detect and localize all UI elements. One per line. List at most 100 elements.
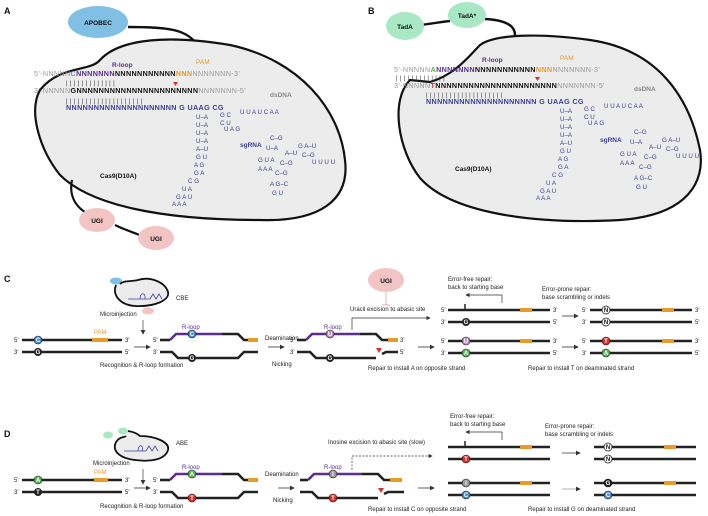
- svg-text:C G: C G: [552, 172, 563, 179]
- svg-text:C–G: C–G: [644, 154, 657, 161]
- svg-text:C–G: C–G: [280, 160, 293, 167]
- svg-text:5': 5': [553, 320, 557, 326]
- rloop-label: R-loop: [482, 57, 503, 64]
- tada-linker: [419, 19, 451, 27]
- svg-text:N: N: [604, 308, 608, 314]
- excision-label: Inosine excision to abasic site (slow): [328, 440, 425, 446]
- opposite-repair-dna: I C: [448, 478, 550, 500]
- svg-text:5': 5': [14, 338, 18, 344]
- svg-text:U–A: U–A: [196, 138, 209, 145]
- svg-text:5': 5': [153, 338, 157, 344]
- svg-text:C: C: [606, 493, 611, 499]
- svg-text:3': 3': [582, 320, 586, 326]
- nick-marker: [535, 77, 540, 81]
- svg-text:G: G: [36, 350, 41, 356]
- error-free-sub: back to starting base: [450, 422, 506, 428]
- bottom-strand-seq: 3'-NNNNNTNNNNNNNNNNNNNNNNNNNNNNNNNNNNN-5…: [394, 81, 605, 90]
- rloop-label-1: R-loop: [182, 465, 200, 471]
- svg-text:A G–C: A G–C: [270, 181, 289, 188]
- svg-text:5': 5': [441, 308, 445, 314]
- svg-text:T: T: [331, 496, 335, 502]
- svg-text:U–A: U–A: [560, 108, 573, 115]
- svg-text:U: U: [464, 339, 468, 345]
- error-prone-sub: base scrambling or indels: [545, 432, 613, 438]
- svg-text:G C: G C: [584, 106, 596, 113]
- cas9-label: Cas9(D10A): [455, 166, 492, 173]
- tada-domain: [386, 12, 424, 40]
- svg-text:C G: C G: [188, 178, 199, 185]
- svg-text:N: N: [604, 320, 608, 326]
- svg-text:A–U: A–U: [196, 146, 208, 153]
- svg-text:A: A: [464, 351, 469, 357]
- svg-text:3': 3': [14, 490, 18, 496]
- svg-text:3': 3': [400, 338, 404, 344]
- error-prone-label: Error-prone repair:: [542, 287, 592, 293]
- deamination-label: Deamination: [265, 336, 299, 342]
- cbe-mini-icon: [114, 277, 169, 307]
- ugi-linker-2: [114, 224, 143, 238]
- error-free-label: Error-free repair:: [450, 414, 495, 420]
- tada-star-label: TadA*: [458, 13, 477, 20]
- svg-text:5': 5': [553, 351, 557, 357]
- rloop-label-2: R-loop: [324, 465, 342, 471]
- error-free-sub: back to starting base: [448, 285, 504, 291]
- final-dna: 5' 3' T A 3' 5': [582, 336, 699, 358]
- svg-text:3': 3': [125, 338, 129, 344]
- apobec-mini-icon: [110, 277, 122, 285]
- abasic-dna: 5' 3' G 3' 5': [441, 304, 557, 326]
- panel-c-label: C: [4, 274, 11, 284]
- tada-label: TadA: [397, 24, 413, 31]
- svg-text:U–A: U–A: [560, 124, 573, 131]
- svg-text:G A–U: G A–U: [298, 143, 316, 150]
- svg-text:5': 5': [125, 490, 129, 496]
- nick-marker: [173, 82, 178, 86]
- rloop-label-1: R-loop: [182, 325, 200, 331]
- panel-b-label: B: [368, 6, 375, 16]
- svg-text:3': 3': [441, 320, 445, 326]
- microinjection-label: Microinjection: [93, 461, 130, 467]
- sgrna-mini-icon: [124, 445, 159, 452]
- svg-text:C–G: C–G: [666, 146, 679, 153]
- svg-text:G U: G U: [560, 148, 571, 155]
- dsdna-label: dsDNA: [270, 92, 292, 99]
- svg-text:5': 5': [582, 308, 586, 314]
- panel-d: D ABE Microinjection 5' 3' PAM 3' 5' A T…: [4, 414, 696, 513]
- svg-text:G A–U: G A–U: [662, 137, 680, 144]
- svg-text:5': 5': [14, 478, 18, 484]
- panel-a: A APOBEC Cas9(D10A) UGI UGI R-loop PAM d…: [4, 6, 347, 250]
- svg-text:3': 3': [153, 350, 157, 356]
- abe-label: ABE: [176, 441, 188, 447]
- svg-text:U–A: U–A: [196, 130, 209, 137]
- svg-text:C U: C U: [584, 114, 595, 121]
- tada-star-mini-icon: [118, 427, 128, 435]
- opposite-repair-dna: 5' 3' U A 3' 5': [441, 336, 557, 358]
- panel-a-label: A: [4, 6, 11, 16]
- excision-arrow: [351, 453, 433, 470]
- stage-3-dna: 5' 3' U G R-loop 3' 5': [290, 325, 404, 362]
- pam-label: PAM: [94, 330, 107, 336]
- tada-mini-icon: [103, 431, 113, 439]
- top-pairing-ticks: | | | | | | | | | | | | |: [66, 81, 115, 87]
- svg-text:A: A: [604, 351, 609, 357]
- svg-text:U A G: U A G: [588, 120, 604, 127]
- guide-seq: NNNNNNNNNNNNNNNNNNNN G UAAG CG: [66, 103, 224, 112]
- svg-text:C–G: C–G: [639, 164, 652, 171]
- stage-3-dna: I T R-loop: [300, 465, 404, 503]
- error-free-label: Error-free repair:: [448, 277, 493, 283]
- svg-text:C–G: C–G: [275, 170, 288, 177]
- abasic-dna: T: [448, 441, 550, 464]
- ugi-domain-1: [79, 208, 115, 232]
- step1-label: Recognition & R-loop formation: [100, 504, 183, 510]
- svg-text:5': 5': [125, 350, 129, 356]
- svg-text:T: T: [36, 490, 40, 496]
- cas9-label: Cas9(D10A): [100, 173, 137, 180]
- svg-text:U A: U A: [546, 180, 557, 187]
- svg-text:3': 3': [125, 478, 129, 484]
- svg-text:3': 3': [153, 490, 157, 496]
- svg-text:A–U: A–U: [285, 150, 297, 157]
- svg-text:A: A: [36, 478, 41, 484]
- svg-text:A: A: [190, 472, 195, 478]
- svg-text:3': 3': [695, 339, 699, 345]
- nicking-label: Nicking: [273, 498, 293, 504]
- sgrna-scaffold: U–AU–AU–AU–AA–U G UA GG AC G U AG A UA A…: [172, 109, 335, 208]
